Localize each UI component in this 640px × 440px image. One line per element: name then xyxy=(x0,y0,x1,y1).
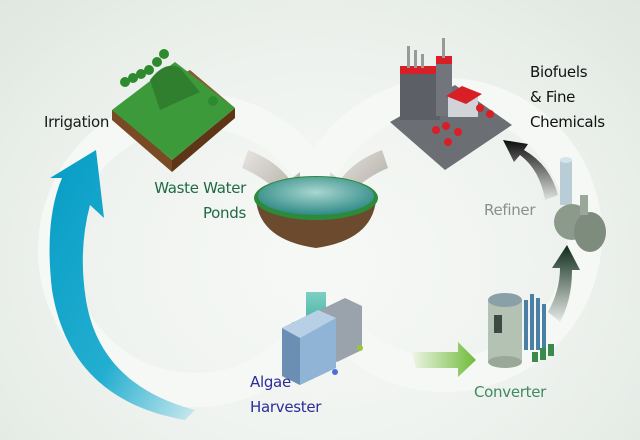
harvester-label-line-2: Harvester xyxy=(250,398,322,416)
harvester-to-irrigation-arrow xyxy=(49,150,196,420)
biofuels-label-line-1: Biofuels xyxy=(530,63,588,81)
irrigation-label: Irrigation xyxy=(44,113,110,131)
waste-water-pond-illustration xyxy=(254,176,378,248)
biofuels-label-line-2: & Fine xyxy=(530,88,576,106)
biofuels-label-line-3: Chemicals xyxy=(530,113,605,131)
algae-harvester-label: Algae Harvester xyxy=(250,370,321,420)
waste-water-ponds-label: Waste Water Ponds xyxy=(140,176,246,226)
irrigation-field-illustration xyxy=(112,49,235,172)
ponds-label-line-2: Ponds xyxy=(202,204,246,222)
converter-label: Converter xyxy=(474,383,547,401)
harvester-label-line-1: Algae xyxy=(250,373,291,391)
biofuel-plant-illustration xyxy=(390,38,512,170)
converter-to-refiner-arrow xyxy=(548,245,580,322)
ponds-label-line-1: Waste Water xyxy=(154,179,246,197)
converter-illustration xyxy=(488,293,554,368)
algae-harvester-illustration xyxy=(282,298,363,385)
refiner-label: Refiner xyxy=(484,201,536,219)
biofuels-label: Biofuels & Fine Chemicals xyxy=(530,60,605,135)
harvester-to-converter-arrow xyxy=(412,342,476,377)
refiner-illustration xyxy=(554,157,606,252)
refiner-to-biofuels-arrow xyxy=(503,140,558,200)
